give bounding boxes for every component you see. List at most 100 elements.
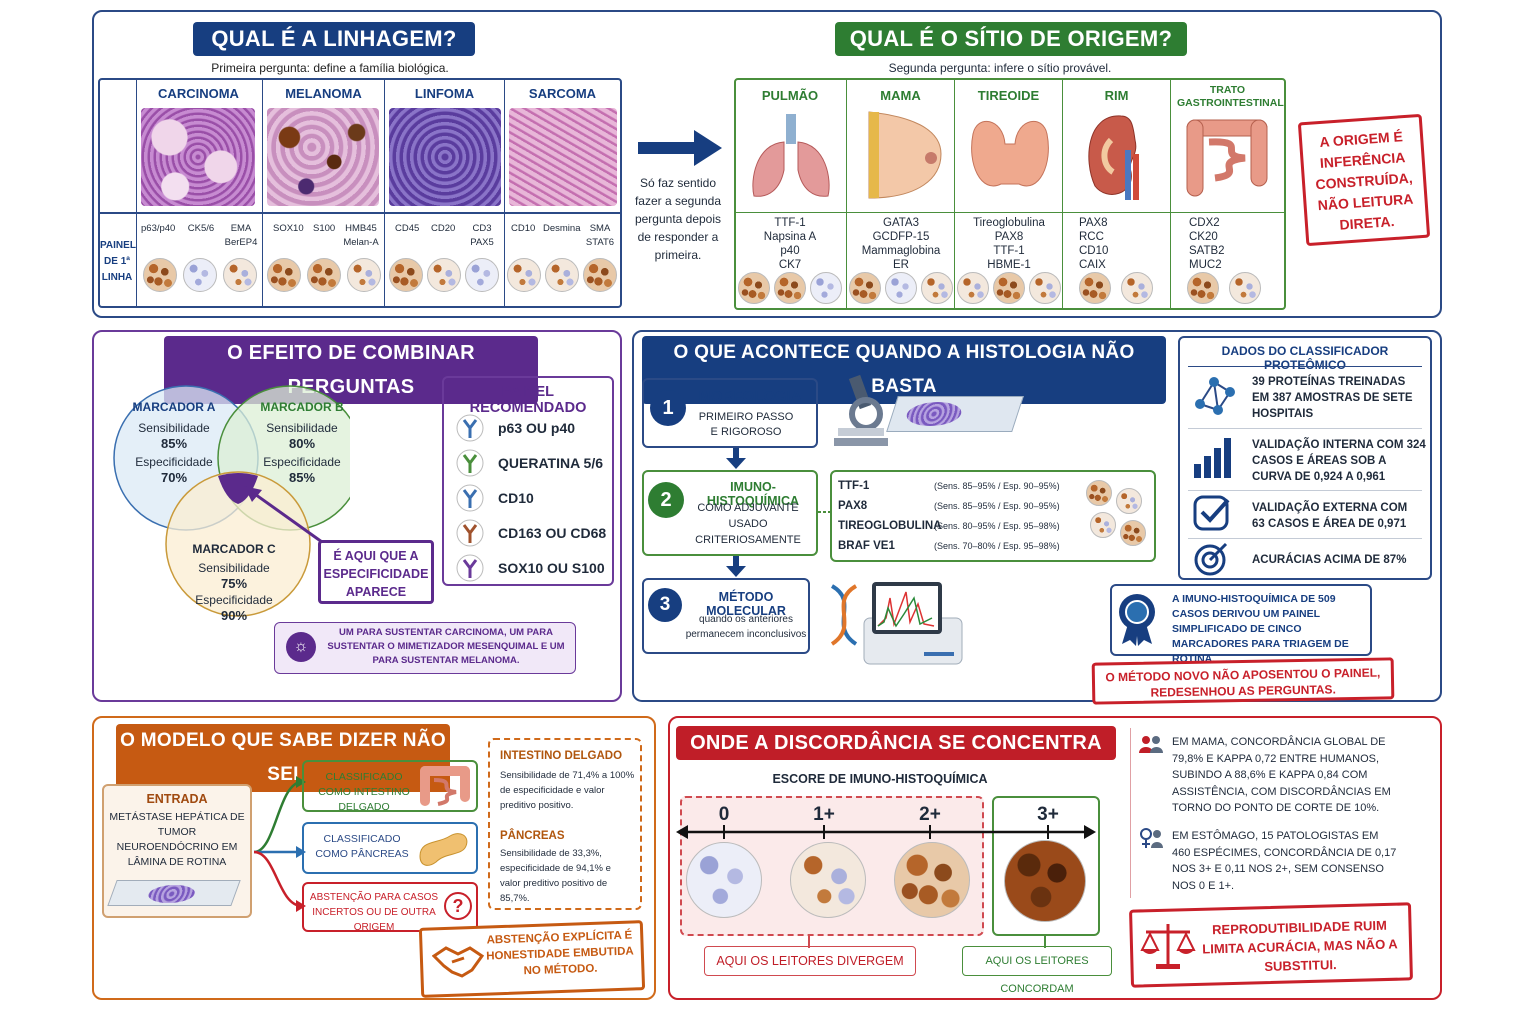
antibody-icon [456, 519, 484, 546]
award-badge-icon [1119, 594, 1155, 646]
marker-label: CD45 [395, 223, 420, 234]
sens-value: 85% [160, 436, 188, 451]
marker-label: CK5/6 [187, 223, 215, 234]
antibody-icon [456, 554, 484, 581]
marker-label: GCDFP-15 [872, 231, 930, 243]
antibody-icon [456, 449, 484, 476]
lineage-col-melanoma: MELANOMA SOX10 S100 HMB45 Melan-A [262, 80, 384, 308]
marker-label: CDX2 [1189, 217, 1220, 229]
model-stats-box [488, 738, 642, 910]
venn-diagram [113, 385, 350, 617]
antibody-icon [456, 484, 484, 511]
step-name: IMUNO-HISTOQUÍMICA [706, 480, 800, 508]
tip-text: UM PARA SUSTENTAR CARCINOMA, UM PARA SUS… [327, 627, 565, 666]
marker-a-name: MARCADOR A [132, 400, 216, 414]
antibody-icon [456, 414, 484, 441]
marker-label: TTF-1 [993, 245, 1025, 257]
breast-icon [868, 111, 942, 199]
recommended-label: SOX10 OU S100 [498, 559, 605, 576]
glass-slide-image [886, 396, 1024, 432]
people-icon [1138, 734, 1164, 754]
model-title: O MODELO QUE SABE DIZER NÃO SEI [116, 724, 450, 792]
microscope-icon [834, 374, 888, 446]
ihc-list-item: BRAF VE1(Sens. 70–80% / Esp. 95–98%) [838, 536, 1070, 556]
step-number: 1 [650, 390, 686, 426]
lightbulb-icon: ☼ [286, 632, 316, 662]
ihc-stain-image [1187, 272, 1219, 304]
step-number: 2 [648, 482, 684, 518]
ihc-stain-image [738, 272, 770, 304]
network-icon [1195, 377, 1235, 415]
score-label: 1+ [813, 804, 835, 825]
score-1-image [790, 842, 866, 918]
marker-label: PAX8 [994, 231, 1024, 243]
discord-note: EM MAMA, CONCORDÂNCIA GLOBAL DE 79,8% E … [1172, 736, 1391, 814]
diverge-label: AQUI OS LEITORES DIVERGEM [704, 946, 916, 976]
recommended-label: p63 OU p40 [498, 419, 576, 436]
ihc-stain-image [143, 258, 177, 292]
down-arrow-icon [726, 556, 746, 577]
lineage-name: LINFOMA [414, 86, 475, 101]
carcinoma-histology-image [141, 108, 255, 206]
input-text: METÁSTASE HEPÁTICA DE TUMOR NEUROENDÓCRI… [109, 811, 245, 868]
marker-label: Napsina A [763, 231, 817, 243]
specificity-callout: É AQUI QUE A ESPECIFICIDADE APARECE [318, 540, 434, 604]
lineage-name: SARCOMA [528, 86, 597, 101]
recommended-item: QUERATINA 5/6 [456, 445, 616, 480]
lineage-col-linfoma: LINFOMA CD45 CD20 CD3 PAX5 [384, 80, 504, 308]
output-abstention [302, 882, 478, 932]
ihc-stain-image [957, 272, 989, 304]
recommended-title: PAINEL RECOMENDADO [469, 384, 587, 416]
stat-text: Sensibilidade de 33,3%, especificidade d… [500, 848, 611, 904]
marker-label: p40 [780, 245, 800, 257]
ihc-stats: (Sens. 85–95% / Esp. 90–95%) [934, 481, 1060, 491]
ihc-stain-image [347, 258, 381, 292]
lineage-subtitle: Primeira pergunta: define a família biol… [211, 61, 449, 75]
marker-label: CK7 [778, 259, 802, 271]
classifier-divider [1188, 366, 1422, 367]
award-text: A IMUNO-HISTOQUÍMICA DE 509 CASOS DERIVO… [1172, 593, 1349, 665]
origin-box [734, 78, 1286, 310]
lineage-name: CARCINOMA [158, 86, 239, 101]
marker-label: MUC2 [1189, 259, 1222, 271]
input-title: ENTRADA [146, 792, 208, 806]
marker-label: TTF-1 [774, 217, 806, 229]
ihc-stain-image [427, 258, 461, 292]
sens-value: 80% [288, 436, 316, 451]
score-label: 3+ [1037, 804, 1059, 825]
step-desc: quando os anteriores permanecem inconclu… [685, 614, 807, 640]
kidney-icon [1088, 115, 1139, 200]
step-desc: PRIMEIRO PASSO E RIGOROSO [698, 411, 794, 438]
spec-label: Especificidade [195, 593, 273, 607]
marker-label: CAIX [1079, 259, 1106, 271]
right-arrow-icon [638, 130, 722, 166]
ihc-name: TIREOGLOBULINA [838, 520, 942, 532]
ihc-stain-image [545, 258, 579, 292]
melanoma-histology-image [267, 108, 379, 206]
model-stamp: ABSTENÇÃO EXPLÍCITA É HONESTIDADE EMBUTI… [486, 929, 634, 978]
ihc-stain-image [389, 258, 423, 292]
thyroid-icon [971, 120, 1049, 187]
marker-label: CD3 PAX5 [470, 223, 494, 248]
award-box [1110, 584, 1372, 656]
step-desc: COMO ADJUVANTE USADO CRITERIOSAMENTE [695, 502, 801, 546]
ihc-stain-image [921, 272, 953, 304]
ihc-stain-image [267, 258, 301, 292]
arrow-note: Só faz sentido fazer a segunda pergunta … [634, 176, 722, 262]
score-axis [676, 825, 1096, 839]
lineage-box [98, 78, 622, 308]
marker-b: MARCADOR B Sensibilidade 80% Especificid… [252, 400, 352, 485]
marker-label: PAX8 [1079, 217, 1108, 229]
sens-label: Sensibilidade [138, 421, 210, 435]
ihc-list-item: PAX8(Sens. 85–95% / Esp. 90–95%) [838, 496, 1070, 516]
spec-label: Especificidade [135, 455, 213, 469]
origin-stamp: A ORIGEM É INFERÊNCIA CONSTRUÍDA, NÃO LE… [1297, 113, 1431, 247]
sens-label: Sensibilidade [266, 421, 338, 435]
